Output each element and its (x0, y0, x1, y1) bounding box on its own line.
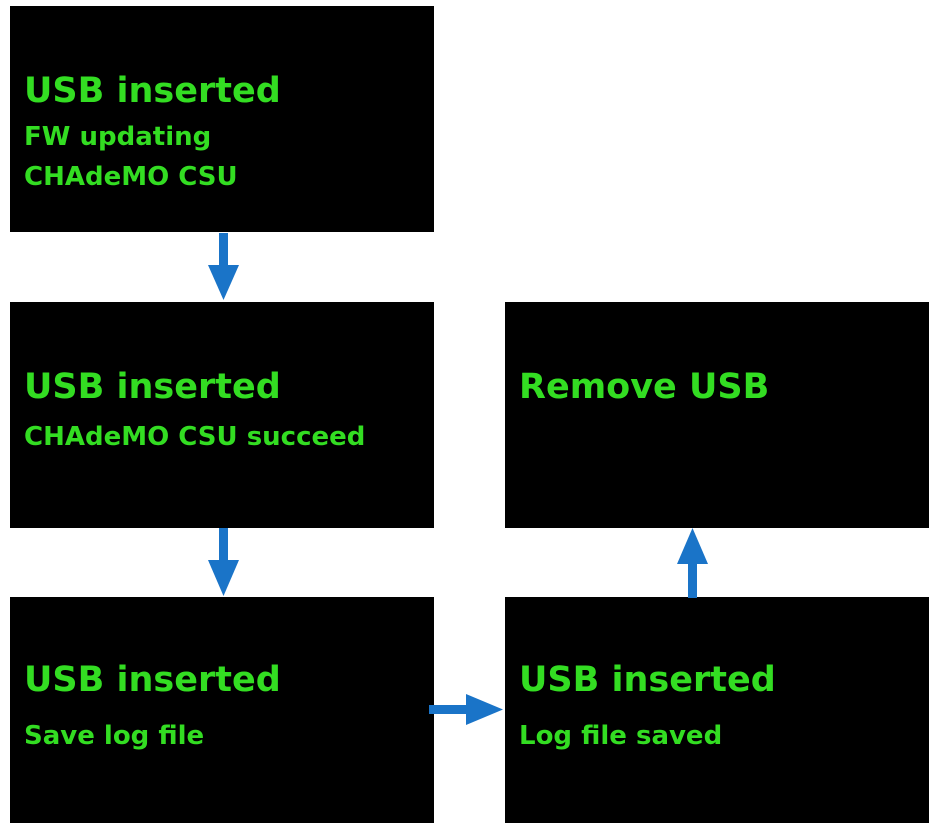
screen-status-line: FW updating (24, 122, 212, 152)
screen-status-line: CHAdeMO CSU (24, 162, 238, 192)
arrow-down-icon (208, 528, 239, 596)
screen-status-line: Log file saved (519, 721, 723, 751)
screen-status-line: Save log file (24, 721, 205, 751)
screen-title: USB inserted (24, 367, 281, 407)
arrow-down-icon (208, 233, 239, 300)
screen-status-line: CHAdeMO CSU succeed (24, 422, 366, 452)
screen-csu-succeed: USB inserted CHAdeMO CSU succeed (10, 302, 434, 528)
arrow-up-icon (677, 528, 708, 598)
screen-title: Remove USB (519, 367, 770, 407)
screen-log-saved: USB inserted Log file saved (505, 597, 929, 823)
screen-fw-updating: USB inserted FW updating CHAdeMO CSU (10, 6, 434, 232)
screen-title: USB inserted (24, 71, 281, 111)
screen-title: USB inserted (519, 660, 776, 700)
arrow-right-icon (429, 694, 503, 725)
screen-remove-usb: Remove USB (505, 302, 929, 528)
screen-title: USB inserted (24, 660, 281, 700)
screen-save-log: USB inserted Save log file (10, 597, 434, 823)
